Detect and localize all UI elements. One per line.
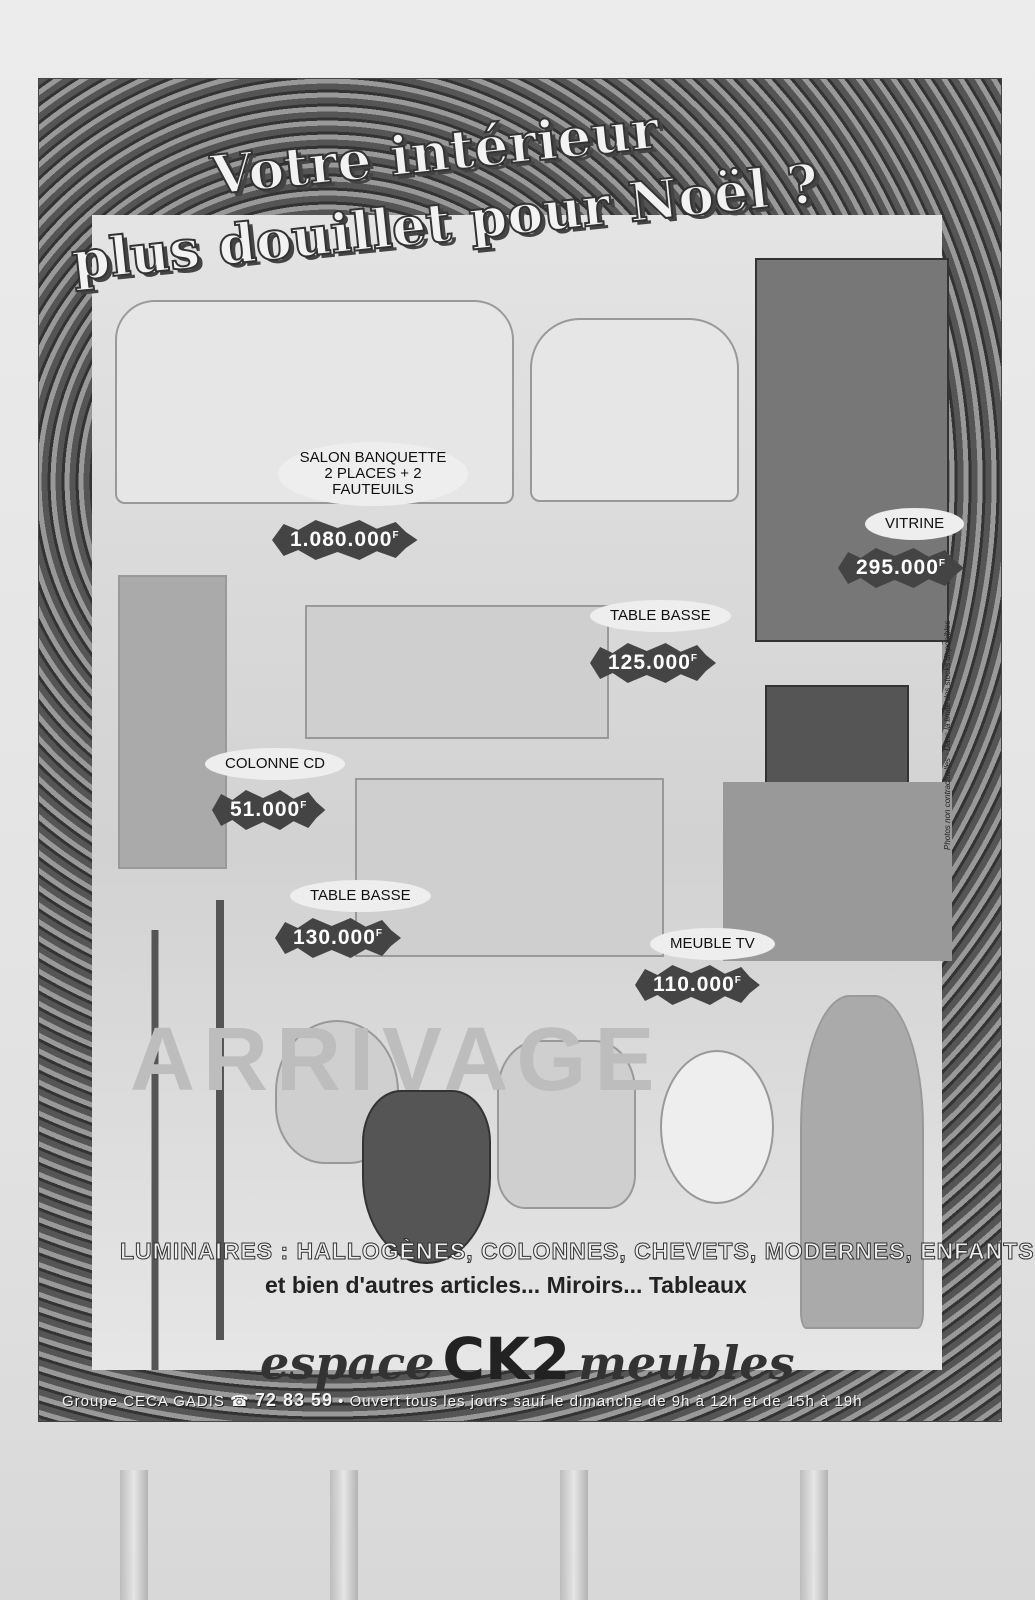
tv-stand-image — [723, 782, 952, 961]
price-value: 295.000 — [856, 556, 939, 579]
price-unit: F — [938, 558, 947, 569]
brand-suffix: meubles — [578, 1336, 795, 1390]
tweety-lamp-image — [660, 1050, 774, 1204]
price-salon: 1.080.000F — [272, 520, 418, 560]
price-unit: F — [300, 800, 308, 811]
display-cabinet-image — [755, 258, 949, 642]
coffee-table-2-image — [355, 778, 664, 957]
price-unit: F — [392, 530, 400, 541]
price-value: 1.080.000 — [290, 528, 393, 551]
column-lamp-image — [800, 995, 924, 1329]
background-rail — [120, 1470, 148, 1600]
watermark: ARRIVAGE — [130, 1010, 663, 1110]
table-lamp-image — [362, 1090, 491, 1264]
floor-lamp-image — [120, 930, 190, 1370]
price-value: 51.000 — [230, 798, 301, 821]
footer-info: Groupe CECA GADIS ☎ 72 83 59 • Ouvert to… — [62, 1390, 863, 1411]
television-image — [765, 685, 909, 794]
coffee-table-image — [305, 605, 609, 739]
product-label-meuble-tv: MEUBLE TV — [650, 928, 775, 960]
background-rail — [560, 1470, 588, 1600]
more-articles: et bien d'autres articles... Miroirs... … — [265, 1272, 747, 1298]
product-label-salon: SALON BANQUETTE 2 PLACES + 2 FAUTEUILS — [278, 442, 468, 506]
footer-hours: • Ouvert tous les jours sauf le dimanche… — [338, 1393, 863, 1410]
footer-phone: 72 83 59 — [254, 1390, 333, 1410]
price-unit: F — [690, 653, 699, 664]
price-table-basse-2: 130.000F — [275, 918, 402, 958]
footer-group: Groupe CECA GADIS ☎ — [62, 1393, 250, 1410]
brand-mark: CK2 — [442, 1325, 571, 1393]
product-label-colonne-cd: COLONNE CD — [205, 748, 346, 780]
product-label-vitrine: VITRINE — [865, 508, 965, 540]
cd-tower-image — [118, 575, 227, 869]
price-value: 125.000 — [608, 651, 691, 674]
price-colonne-cd: 51.000F — [212, 790, 326, 830]
disclaimer: Photos non contractuelles - Dans la limi… — [943, 620, 952, 850]
price-value: 110.000 — [653, 973, 735, 996]
product-label-table-basse-2: TABLE BASSE — [290, 880, 431, 912]
background-rail — [800, 1470, 828, 1600]
floor-lamp-image — [180, 900, 260, 1340]
price-value: 130.000 — [293, 926, 376, 949]
background-rail — [330, 1470, 358, 1600]
lighting-categories: LUMINAIRES : HALLOGÈNES, COLONNES, CHEVE… — [120, 1238, 1035, 1265]
price-unit: F — [734, 975, 742, 986]
price-unit: F — [375, 928, 384, 939]
brand-prefix: espace — [260, 1336, 435, 1390]
armchair-image — [530, 318, 739, 502]
table-lamp-image — [497, 1040, 636, 1209]
product-label-table-basse: TABLE BASSE — [590, 600, 731, 632]
